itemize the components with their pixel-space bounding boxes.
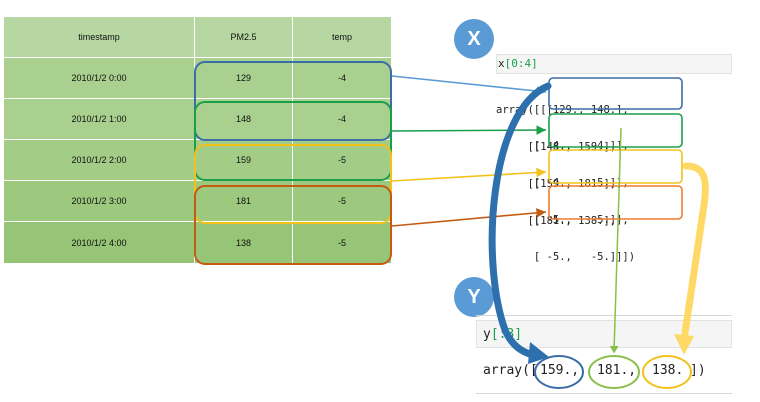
y-badge: Y [454, 277, 494, 317]
x-output-line: [ -5., -5.]], [496, 214, 629, 226]
y-highlight-blue [534, 355, 584, 389]
table-cell-pm25: 148 [195, 99, 293, 140]
arrow-orange [391, 208, 547, 227]
arrow-blue [391, 75, 547, 96]
output-highlight-orange [548, 185, 683, 220]
table-cell-timestamp: 2010/1/2 0:00 [4, 58, 195, 99]
table-cell-temp: -5 [293, 181, 392, 222]
x-output-block-3: [[159., 181.], [ -5., -5.]], [496, 154, 629, 238]
table-highlight-blue [194, 61, 392, 141]
table-cell-temp: -5 [293, 222, 392, 264]
table-header-timestamp: timestamp [4, 17, 195, 58]
y-code-name: y [483, 327, 491, 342]
y-output-prefix: array([ [483, 363, 538, 378]
arrow-green [391, 125, 547, 135]
arrow-yellow [391, 167, 547, 182]
y-output-value: 181., [597, 363, 637, 378]
table-highlight-green [194, 101, 392, 181]
curved-arrow-blue [488, 82, 552, 359]
curved-arrow-blue-head [528, 342, 549, 364]
output-highlight-yellow [548, 149, 683, 184]
table-cell-pm25: 181 [195, 181, 293, 222]
y-cell-bottom-divider [476, 393, 732, 394]
x-input-cell [496, 54, 732, 74]
x-input-code: x[0:4] [498, 57, 538, 70]
y-output-suffix: ]) [690, 363, 706, 378]
x-output-line: [ -5., -5.]]]) [496, 251, 636, 263]
table-cell-timestamp: 2010/1/2 4:00 [4, 222, 195, 264]
arrow-thin-green [609, 127, 622, 354]
y-output-value: 138. [652, 363, 684, 378]
y-cell-top-divider [476, 315, 732, 316]
table-cell-timestamp: 2010/1/2 1:00 [4, 99, 195, 140]
output-highlight-blue [548, 77, 683, 110]
y-highlight-yellow [642, 355, 692, 389]
table-header-pm25: PM2.5 [195, 17, 293, 58]
curved-arrow-yellow-head [674, 334, 694, 355]
x-code-name: x [498, 57, 505, 70]
y-highlight-green [588, 355, 640, 389]
x-output-line: [[159., 181.], [496, 178, 617, 190]
pm25-data-table: timestamp PM2.5 temp 2010/1/2 0:00 129 -… [4, 17, 392, 264]
table-highlight-yellow [194, 144, 392, 224]
table-highlight-orange [194, 185, 392, 265]
table-cell-timestamp: 2010/1/2 2:00 [4, 140, 195, 181]
x-output-line: [[181., 138.], [496, 215, 617, 227]
table-header-temp: temp [293, 17, 392, 58]
x-output-block-4: [[181., 138.], [ -5., -5.]]]) [496, 191, 635, 275]
output-highlight-green [548, 113, 683, 148]
x-output-line: [ -4., -4.]], [496, 140, 629, 152]
y-output-value: 159., [540, 363, 580, 378]
table-cell-pm25: 129 [195, 58, 293, 99]
curved-arrow-yellow [680, 162, 709, 344]
table-cell-timestamp: 2010/1/2 3:00 [4, 181, 195, 222]
x-badge: X [454, 19, 494, 59]
x-code-slice: [0:4] [504, 57, 538, 70]
table-cell-pm25: 138 [195, 222, 293, 264]
